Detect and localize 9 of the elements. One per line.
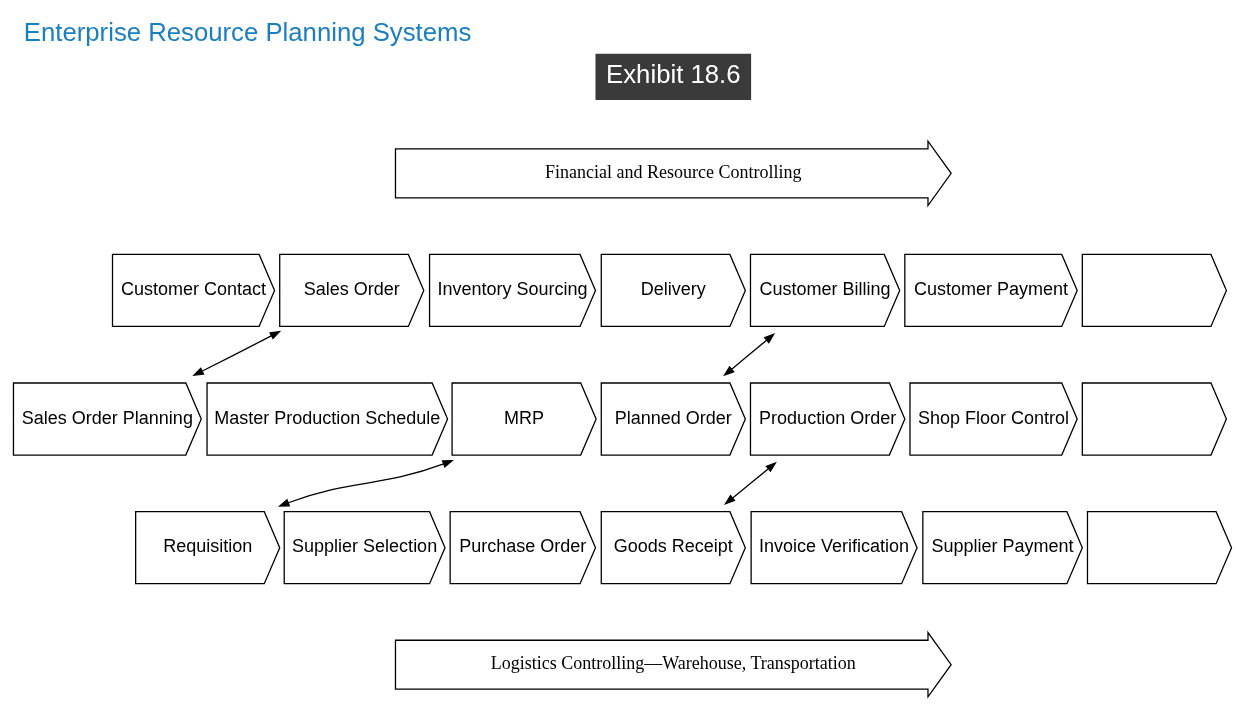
node-chevron (1081, 253, 1228, 328)
arrow (192, 330, 282, 377)
diagram-title: Enterprise Resource Planning Systems (23, 17, 472, 46)
arrow (724, 461, 777, 505)
label: Exhibit 18.6 (606, 60, 741, 89)
node-chevron (1081, 382, 1228, 456)
node-chevron (1086, 511, 1233, 585)
arrow (723, 333, 776, 377)
arrow (277, 459, 454, 507)
